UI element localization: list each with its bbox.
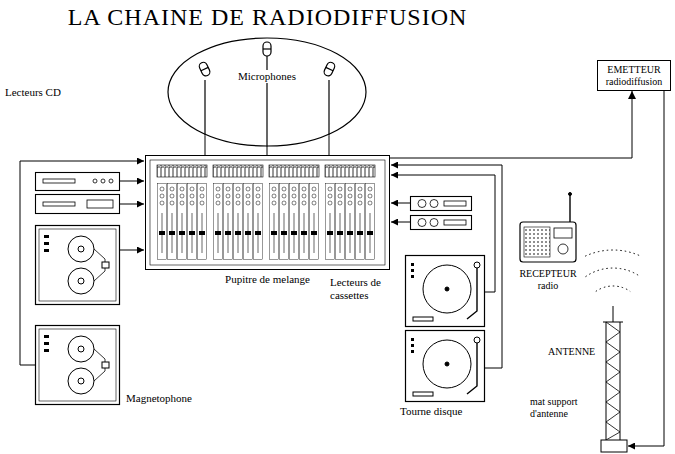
signal-wire: [391, 175, 495, 292]
device-label: mat support d'antenne: [530, 396, 596, 419]
signal-wire: [391, 222, 410, 223]
signal-wire: [120, 250, 144, 251]
cd-player-icon: [36, 173, 120, 214]
device-label: ANTENNE: [548, 346, 595, 358]
ellipse-outline: [167, 37, 367, 147]
turntable-icon: [406, 256, 485, 327]
diagram-title: LA CHAINE DE RADIODIFFUSION: [68, 4, 468, 30]
transmitter-box: EMETTEUR radiodiffusion: [597, 60, 671, 91]
label-slot: Tourne disque: [400, 405, 462, 418]
signal-connector: [329, 135, 330, 155]
signal-wires: [20, 70, 664, 446]
signal-wire: [120, 181, 144, 182]
label-slot: Magnetophone: [126, 392, 192, 405]
title-slot: LA CHAINE DE RADIODIFFUSION: [0, 4, 535, 30]
device-label: Tourne disque: [400, 405, 462, 418]
tape-recorder-icon: [36, 226, 120, 305]
tape-recorder-icon: [36, 326, 120, 405]
device-label: RECEPTEUR radio: [514, 268, 582, 291]
label-slot: RECEPTEUR radio: [514, 268, 582, 291]
mixing-desk: Pupitre de melange: [145, 155, 390, 286]
desk-outline: [145, 155, 390, 270]
mic-stand: [328, 80, 329, 135]
mic-head: [323, 61, 336, 77]
device-label: Lecteurs de cassettes: [330, 276, 398, 301]
ellipse-outline-shape: [168, 38, 366, 146]
radio-waves: [585, 250, 641, 291]
signal-wire: [391, 165, 502, 368]
label-slot: Lecteurs de cassettes: [330, 276, 398, 301]
node-text: Microphones: [236, 70, 298, 83]
signal-connector: [205, 135, 206, 155]
microphone-group: Microphones: [167, 37, 367, 147]
label-slot: ANTENNE: [548, 346, 595, 358]
mic-stand: [204, 80, 205, 135]
microphone-icons: [198, 42, 336, 147]
radio-receiver-icon: [520, 193, 576, 263]
antenna-feed-wire: [628, 70, 664, 446]
device-label: Magnetophone: [126, 392, 192, 405]
label-slot: mat support d'antenne: [530, 396, 596, 419]
signal-connector: [267, 147, 268, 155]
label-slot: Lecteurs CD: [5, 86, 61, 99]
device-label: Lecteurs CD: [5, 86, 61, 99]
mixing-desk-panel: [150, 160, 385, 265]
turntable-icon: [406, 331, 485, 402]
antenna-mast: [601, 306, 627, 452]
signal-wire: [120, 204, 144, 205]
node-text: EMETTEUR radiodiffusion: [602, 64, 666, 87]
mic-head: [263, 42, 271, 56]
signal-connector: [390, 91, 632, 158]
signal-wire: [391, 203, 410, 204]
cassette-deck-icon: [411, 197, 472, 230]
mic-head: [198, 61, 211, 77]
signal-wire: [20, 161, 144, 365]
